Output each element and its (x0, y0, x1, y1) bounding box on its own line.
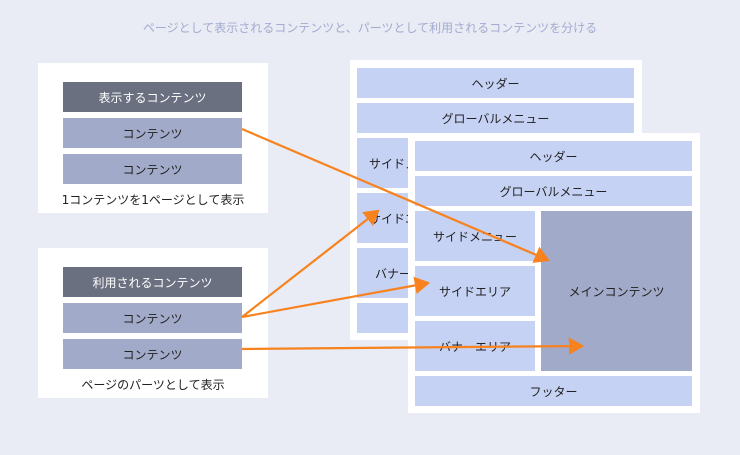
front-side-menu: サイドメニュー (415, 211, 535, 261)
content-item: コンテンツ (63, 303, 242, 333)
content-item: コンテンツ (63, 118, 242, 148)
arrow-to-main (241, 127, 551, 263)
arrow-to-side-area (241, 276, 431, 319)
front-global-menu: グローバルメニュー (415, 176, 692, 206)
used-content-caption: ページのパーツとして表示 (81, 378, 225, 392)
front-footer: フッター (415, 376, 692, 406)
arrow-to-main-lower (241, 337, 585, 355)
arrow-to-back-side-area (241, 209, 380, 318)
back-global-menu: グローバルメニュー (357, 103, 634, 133)
front-header: ヘッダー (415, 141, 692, 171)
content-item: コンテンツ (63, 339, 242, 369)
display-content-caption: 1コンテンツを1ページとして表示 (61, 193, 245, 207)
diagram-title: ページとして表示されるコンテンツと、パーツとして利用されるコンテンツを分ける (142, 21, 598, 35)
display-content-header: 表示するコンテンツ (63, 82, 242, 112)
front-side-area: サイドエリア (415, 266, 535, 316)
front-main-content: メインコンテンツ (541, 211, 692, 371)
content-item: コンテンツ (63, 154, 242, 184)
back-header: ヘッダー (357, 68, 634, 98)
used-content-header: 利用されるコンテンツ (63, 267, 242, 297)
